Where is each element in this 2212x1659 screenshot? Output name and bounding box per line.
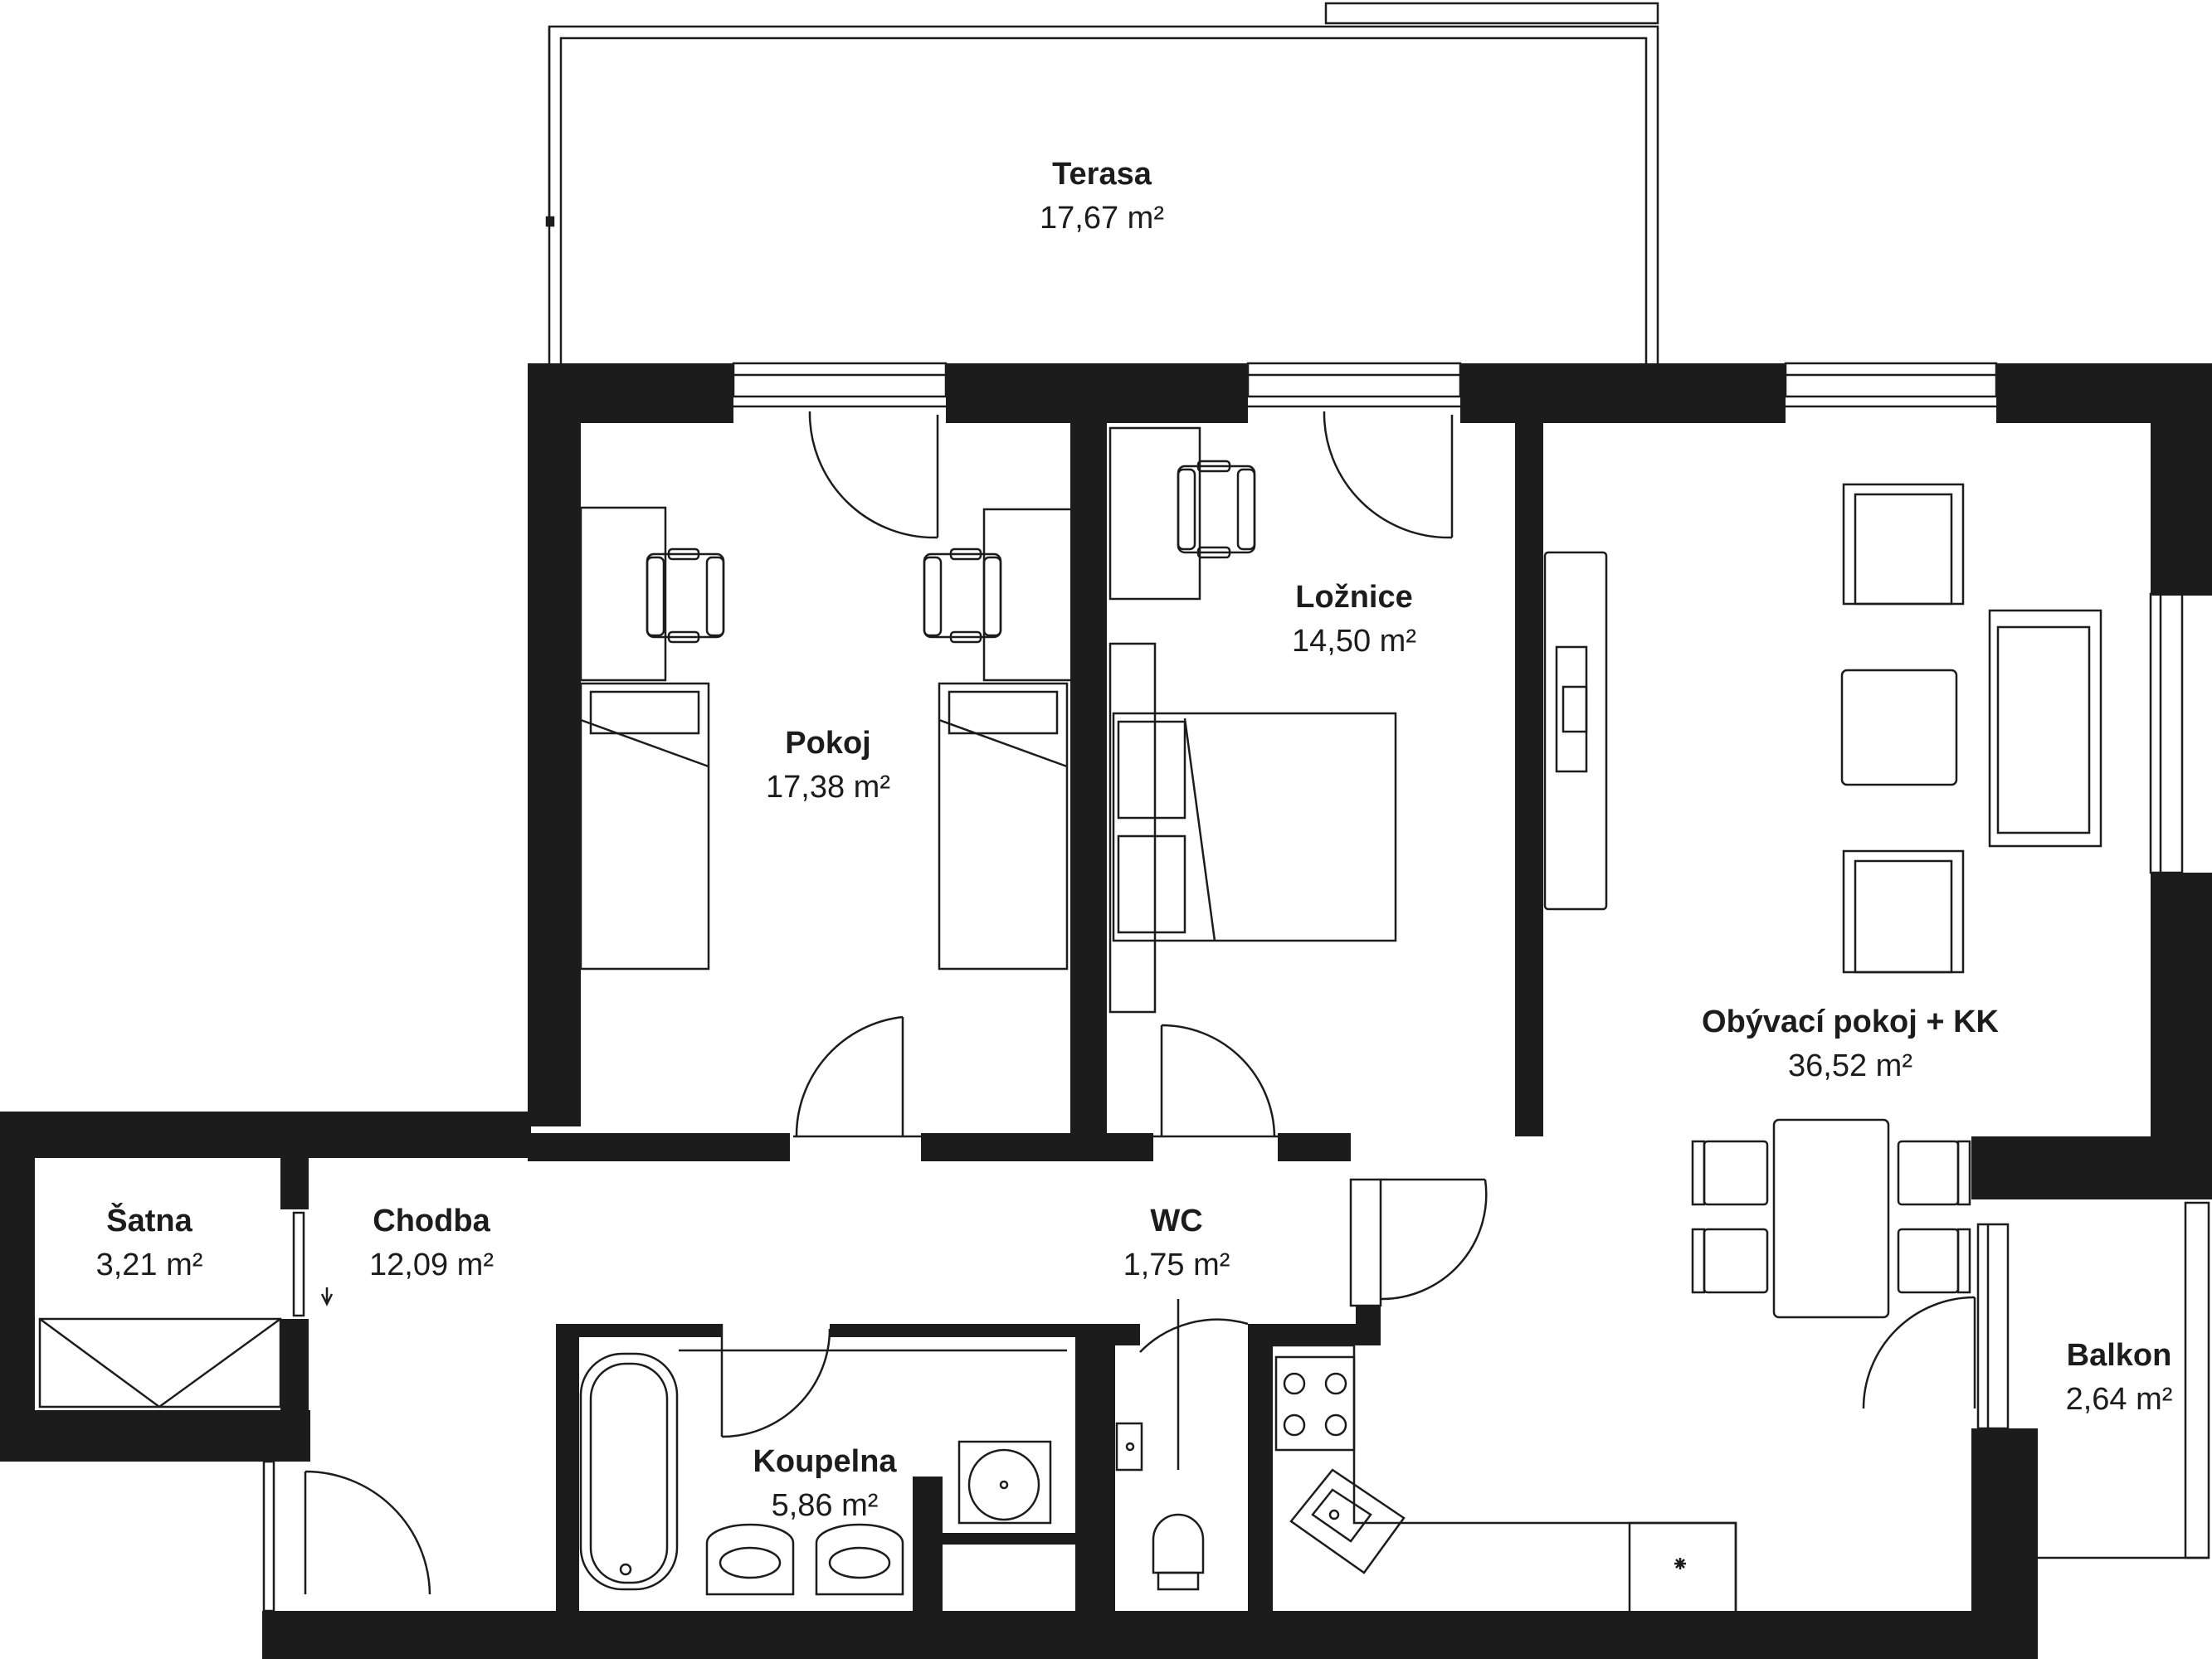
walls <box>0 363 2212 1659</box>
room-label-chodba: Chodba 12,09 m² <box>307 1199 556 1287</box>
room-label-satna: Šatna 3,21 m² <box>25 1199 274 1287</box>
room-area: 17,67 m² <box>1040 201 1164 236</box>
room-area: 17,38 m² <box>766 770 890 805</box>
room-name: Ložnice <box>1295 580 1413 615</box>
room-name: Chodba <box>373 1204 490 1238</box>
room-area: 3,21 m² <box>95 1248 203 1282</box>
room-name: Šatna <box>106 1204 192 1238</box>
room-label-loznice: Ložnice 14,50 m² <box>1188 576 1520 664</box>
room-label-obyvaci: Obývací pokoj + KK 36,52 m² <box>1601 1000 2099 1088</box>
room-area: 5,86 m² <box>771 1488 879 1523</box>
koupelna-furniture <box>579 1349 1067 1596</box>
room-label-wc: WC 1,75 m² <box>1052 1199 1301 1287</box>
room-label-koupelna: Koupelna 5,86 m² <box>700 1440 949 1528</box>
terrace-railing <box>545 2 1659 365</box>
room-name: Koupelna <box>753 1444 897 1479</box>
windows-top <box>732 362 1998 408</box>
room-name: Balkon <box>2066 1338 2172 1373</box>
room-name: Terasa <box>1052 157 1152 192</box>
room-label-terasa: Terasa 17,67 m² <box>936 153 1268 241</box>
pokoj-furniture <box>579 506 1074 971</box>
loznice-furniture <box>1108 426 1397 1014</box>
door-swings <box>304 411 2210 1595</box>
room-name: WC <box>1150 1204 1203 1238</box>
room-name: Pokoj <box>785 726 871 761</box>
room-area: 2,64 m² <box>2065 1382 2173 1417</box>
room-area: 36,52 m² <box>1788 1048 1912 1083</box>
room-area: 12,09 m² <box>369 1248 494 1282</box>
room-area: 1,75 m² <box>1123 1248 1230 1282</box>
room-name: Obývací pokoj + KK <box>1702 1005 1999 1039</box>
room-label-balkon: Balkon 2,64 m² <box>2028 1334 2210 1422</box>
room-area: 14,50 m² <box>1292 624 1416 659</box>
room-label-pokoj: Pokoj 17,38 m² <box>662 722 994 810</box>
